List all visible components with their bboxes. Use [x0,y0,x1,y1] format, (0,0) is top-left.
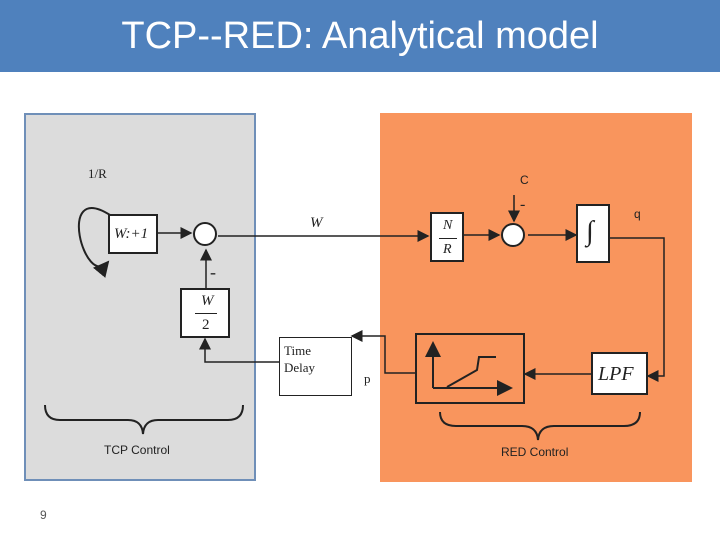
red-drop-profile-block [415,333,525,404]
tcp-control-label: TCP Control [104,443,170,457]
time-delay-line1: Time [284,343,311,358]
nr-numerator: N [443,218,453,233]
half-window-numerator: W [201,293,214,309]
red-brace [439,411,641,441]
red-control-label: RED Control [501,445,569,459]
wire-p [350,330,415,374]
half-window-block: W 2 [180,288,230,338]
nr-denominator: R [443,242,452,257]
red-profile-curve [446,356,496,388]
half-window-denominator: 2 [202,317,210,333]
slide-title: TCP--RED: Analytical model [121,15,599,57]
tcp-summing-junction [193,222,217,246]
capacity-label: C [520,173,529,187]
time-delay-block: Time Delay [279,337,352,396]
queue-label: q [634,207,641,221]
wire-q [609,237,665,382]
window-integrator-block: W:+1 [108,214,158,254]
window-integrator-label: W:+1 [114,226,149,242]
title-bar [0,0,720,72]
queue-integrator-block: ∫ [576,204,610,263]
slide-number: 9 [40,508,47,522]
probability-label: p [364,371,371,386]
minus-sign-red: - [520,196,526,213]
minus-sign-tcp: - [210,262,216,282]
red-control-panel [380,113,692,482]
lpf-label: LPF [598,363,634,385]
half-window-fraction-bar [195,313,217,314]
time-delay-line2: Delay [284,360,316,375]
nr-gain-block: N R [430,212,464,262]
tcp-brace [44,404,244,435]
nr-fraction-bar [439,238,457,239]
inv-rtt-label: 1/R [88,166,107,181]
wire-delay-to-halfw [199,337,282,363]
integral-symbol: ∫ [586,216,594,247]
window-signal-label: W [310,215,323,231]
red-summing-junction [501,223,525,247]
lpf-block: LPF [591,352,648,395]
feedback-loop-1r [77,207,111,278]
